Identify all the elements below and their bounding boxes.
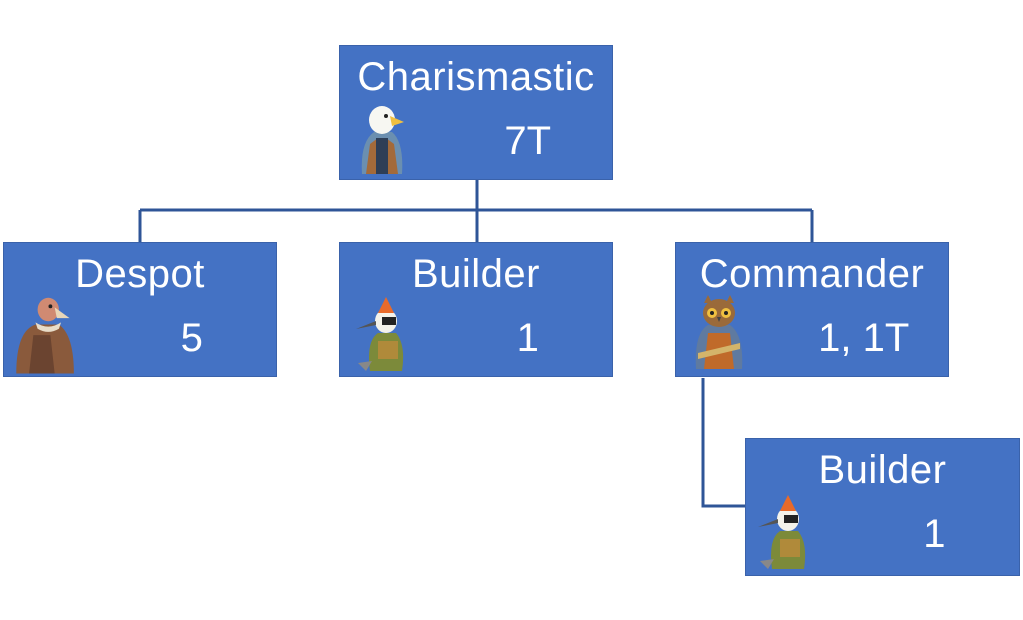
woodpecker-icon xyxy=(356,297,404,371)
node-value: 7T xyxy=(504,119,552,163)
eagle-icon xyxy=(361,106,404,174)
node-value: 1, 1T xyxy=(818,316,910,360)
node-builder-sub: Builder 1 xyxy=(745,438,1020,576)
vulture-icon xyxy=(16,297,74,374)
node-commander: Commander 1, 1T xyxy=(675,242,949,377)
node-charismastic: Charismastic 7T xyxy=(339,45,613,180)
node-despot: Despot 5 xyxy=(3,242,277,377)
node-title: Charismastic xyxy=(357,55,595,99)
node-title: Despot xyxy=(75,252,205,296)
owl-icon xyxy=(695,295,743,369)
node-value: 5 xyxy=(180,316,203,360)
node-value: 1 xyxy=(516,316,539,360)
node-title: Builder xyxy=(818,448,947,492)
node-title: Builder xyxy=(411,252,540,296)
node-title: Commander xyxy=(699,252,925,296)
connector-commander-to-builder xyxy=(701,378,745,508)
node-builder: Builder 1 xyxy=(339,242,613,377)
node-value: 1 xyxy=(923,512,946,556)
woodpecker-icon xyxy=(758,495,806,569)
